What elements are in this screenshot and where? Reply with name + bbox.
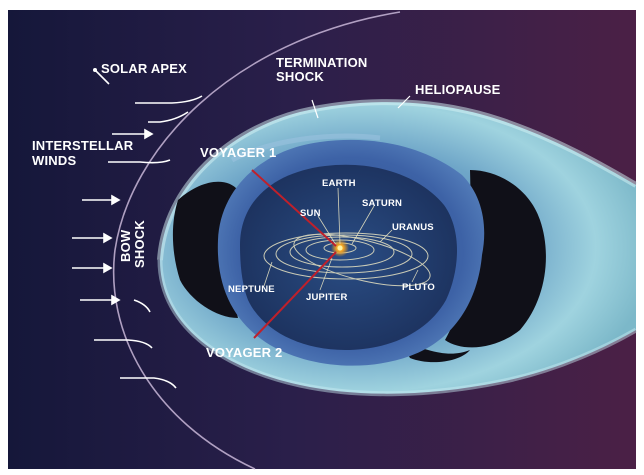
- planet-orbits: [263, 232, 431, 287]
- wind-arrow-head: [144, 128, 154, 140]
- leader-neptune: [263, 261, 273, 287]
- wind-arrow-head: [103, 262, 113, 274]
- voyager-1-trajectory: [251, 169, 337, 247]
- leader-jupiter: [319, 257, 333, 291]
- heliosheath-glow-edge-lower: [157, 259, 638, 397]
- sun-dot: [337, 245, 343, 251]
- termination-shock-rim: [230, 133, 381, 163]
- label-heliopause: HELIOPAUSE: [415, 82, 501, 97]
- label-bow-shock-line1: BOW: [118, 229, 133, 262]
- wind-arrow-head: [111, 194, 121, 206]
- heliopause-pointer: [397, 95, 411, 109]
- label-voyager-1: VOYAGER 1: [200, 145, 276, 160]
- leader-sun: [317, 215, 337, 246]
- label-solar-apex: SOLAR APEX: [101, 61, 187, 76]
- orbit-saturn: [289, 236, 395, 268]
- void-right-lower: [400, 340, 470, 363]
- flow-line: [120, 377, 177, 389]
- void-right: [445, 170, 546, 348]
- wind-arrow-head: [111, 294, 121, 306]
- label-jupiter: JUPITER: [306, 292, 348, 303]
- wind-arrow-head: [103, 232, 113, 244]
- inner-heliosphere: [240, 164, 457, 350]
- solar-apex-dot: [93, 68, 97, 72]
- label-earth: EARTH: [322, 178, 356, 189]
- solar-apex-marker: [94, 69, 110, 85]
- label-bow-shock-line2: SHOCK: [132, 220, 147, 268]
- orbit-uranus: [275, 234, 413, 274]
- leader-pluto: [411, 269, 419, 283]
- label-uranus: URANUS: [392, 222, 434, 233]
- flow-line: [148, 111, 189, 123]
- label-saturn: SATURN: [362, 198, 402, 209]
- label-termination-shock-line1: TERMINATION: [276, 55, 368, 70]
- label-pluto: PLUTO: [402, 282, 435, 293]
- flow-line: [135, 95, 203, 104]
- deflected-flow-lines: [94, 95, 203, 389]
- orbit-neptune: [263, 232, 429, 280]
- leader-saturn: [351, 205, 375, 245]
- void-left: [172, 181, 238, 318]
- label-termination-shock-line2: SHOCK: [276, 69, 324, 84]
- bow-shock-curve: [112, 11, 401, 470]
- label-bow-shock: BOW SHOCK: [118, 220, 147, 268]
- leader-uranus: [379, 229, 393, 243]
- leader-earth: [337, 187, 341, 245]
- planet-leader-lines: [263, 187, 419, 291]
- flow-line: [108, 159, 171, 164]
- interstellar-wind-arrows: [72, 128, 154, 306]
- label-sun: SUN: [300, 208, 321, 219]
- voyager-2-trajectory: [253, 251, 337, 339]
- label-voyager-2: VOYAGER 2: [206, 345, 282, 360]
- label-interstellar-winds-line2: WINDS: [32, 153, 76, 168]
- flow-line: [133, 299, 151, 313]
- label-neptune: NEPTUNE: [228, 284, 275, 295]
- heliosheath-glow-edge: [157, 99, 638, 261]
- orbit-pluto: [293, 233, 431, 287]
- flow-line: [94, 339, 153, 349]
- label-interstellar-winds-line1: INTERSTELLAR: [32, 138, 134, 153]
- termination-shock-pointer: [311, 99, 319, 119]
